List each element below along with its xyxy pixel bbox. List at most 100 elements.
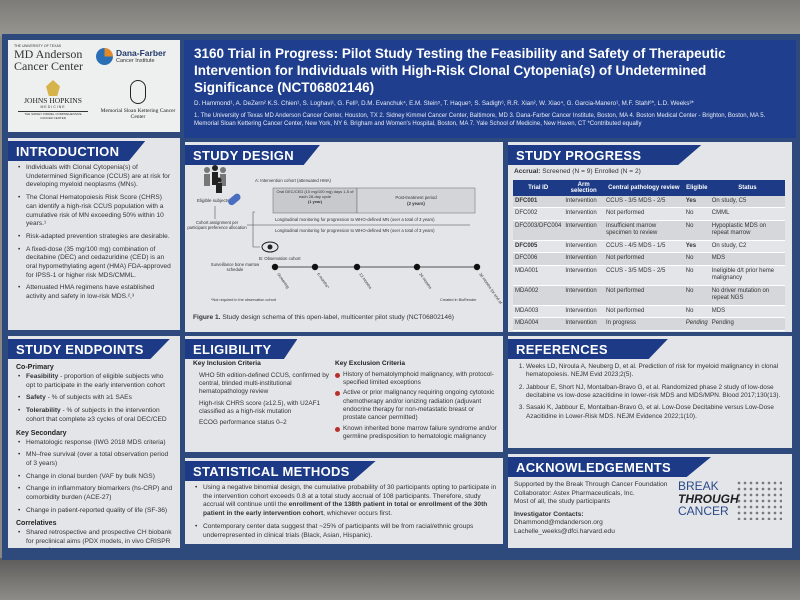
table-cell: Intervention (563, 195, 604, 209)
mskcc-logo: Memorial Sloan Kettering Cancer Center (98, 80, 178, 120)
table-cell: DFC005 (513, 240, 564, 254)
table-cell: Intervention (563, 207, 604, 221)
poster-title: 3160 Trial in Progress: Pilot Study Test… (194, 46, 726, 95)
table-cell: On study, C2 (709, 240, 785, 254)
reference-item: Weeks LD, Niroula A, Neuberg D, et al. P… (526, 363, 784, 380)
table-cell: CCUS - 3/5 MDS - 2/5 (603, 195, 684, 209)
johns-hopkins-logo: JOHNS HOPKINS MEDICINE THE SIDNEY KIMMEL… (18, 80, 88, 120)
section-heading: REFERENCES (508, 339, 668, 359)
caption-label: Figure 1. (193, 314, 221, 321)
logo-text: MEDICINE (40, 105, 66, 109)
list-item: Individuals with Clonal Cytopenia(s) of … (18, 164, 174, 190)
table-cell: Intervention (563, 285, 604, 306)
hopkins-shield-icon (46, 80, 60, 96)
floor-background (0, 558, 800, 600)
reference-item: Sasaki K, Jabbour E, Montalban-Bravo G, … (526, 404, 784, 421)
endpoint-text: - % of subjects with ≥1 SAEs (45, 394, 132, 402)
table-cell: MDA002 (513, 285, 564, 306)
list-item: Risk-adapted prevention strategies are d… (18, 233, 174, 242)
contacts-title: Investigator Contacts: (514, 510, 584, 518)
coprimary-list: Feasibility - proportion of eligible sub… (8, 373, 180, 425)
exclusion-item: Known inherited bone marrow failure synd… (335, 425, 497, 442)
list-item: Shared retrospective and prospective CH … (18, 529, 174, 548)
inclusion-item: WHO 5th edition-defined CCUS, confirmed … (199, 371, 329, 396)
research-poster: THE UNIVERSITY OF TEXAS MD Anderson Canc… (2, 34, 800, 560)
references-list: Weeks LD, Niroula A, Neuberg D, et al. P… (508, 363, 792, 421)
table-cell: CMML (709, 207, 785, 221)
mskcc-emblem-icon (130, 80, 146, 104)
table-cell: DFC003/DFC004 (513, 220, 564, 241)
wall-background (0, 0, 800, 36)
monitoring-label-a: Longitudinal monitoring for progression … (275, 217, 435, 222)
logo-text: Cancer Center (14, 59, 83, 73)
exclusion-item: History of hematolymphoid malignancy, wi… (335, 371, 497, 388)
post-treatment-duration: (2 years) (407, 201, 425, 206)
logo-text: THE SIDNEY KIMMEL COMPREHENSIVE CANCER C… (18, 111, 88, 120)
section-heading: ELIGIBILITY (185, 339, 298, 359)
credit: Created in BioRender (440, 298, 477, 302)
references-panel: REFERENCES Weeks LD, Niroula A, Neuberg … (508, 336, 792, 448)
logo-text: THE UNIVERSITY OF TEXAS (14, 44, 62, 48)
eligibility-panel: ELIGIBILITY Key Inclusion Criteria WHO 5… (185, 336, 503, 452)
treatment-label: Oral DEC/CED (10 mg/100 mg) days 1-5 of … (276, 189, 354, 199)
accrual-label: Accrual: (514, 168, 541, 175)
table-cell: CCUS - 3/5 MDS - 2/5 (603, 265, 684, 286)
table-cell: Not performed (603, 207, 684, 221)
list-item: A fixed-dose (35 mg/100 mg) combination … (18, 246, 174, 281)
subheading: Key Secondary (16, 429, 67, 437)
author-list: D. Hammond¹, A. DeZern² K.S. Chien¹, S. … (194, 99, 694, 107)
list-item: Change in clonal burden (VAF by bulk NGS… (18, 473, 174, 482)
table-cell: No (683, 207, 710, 221)
column-header: Central pathology review (603, 179, 684, 196)
table-cell: Pending (683, 317, 710, 331)
logo-text: CANCER (678, 504, 729, 519)
list-item: Change in inflammatory biomarkers (hs-CR… (18, 485, 174, 502)
logo-text: JOHNS HOPKINS (24, 96, 82, 105)
table-cell: No driver mutation on repeat NGS (709, 285, 785, 306)
logo-text: BREAK (678, 479, 719, 493)
table-cell: Intervention (563, 240, 604, 254)
introduction-list: Individuals with Clonal Cytopenia(s) of … (8, 161, 180, 302)
section-heading: ACKNOWLEDGEMENTS (508, 457, 712, 477)
timepoint-label: 12 months (358, 272, 373, 290)
subheading: Co-Primary (16, 364, 54, 371)
list-item: Contemporary center data suggest that ~2… (195, 523, 497, 540)
acknowledgement-line: Supported by the Break Through Cancer Fo… (514, 481, 668, 488)
table-cell: No (683, 285, 710, 306)
endpoint-text: - % of subjects in the intervention coho… (26, 407, 167, 423)
timepoint-marker (473, 263, 481, 271)
inclusion-title: Key Inclusion Criteria (193, 360, 261, 367)
acknowledgement-lines: Supported by the Break Through Cancer Fo… (514, 481, 786, 507)
timepoint-label: 24 months (418, 272, 433, 290)
logo-text: Memorial Sloan Kettering Cancer Center (100, 108, 176, 120)
table-cell: Ineligible d/t prior heme malignancy (709, 265, 785, 286)
table-cell: DFC001 (513, 195, 564, 209)
red-bullet-icon (335, 391, 340, 397)
table-cell: MDA001 (513, 265, 564, 286)
logo-text: Dana-Farber (116, 48, 167, 58)
list-item: Safety - % of subjects with ≥1 SAEs (18, 394, 174, 403)
treatment-box (272, 187, 358, 214)
table-cell: Not performed (603, 285, 684, 306)
cohort-a-label: A: Intervention cohort (attenuated HMA) (255, 178, 332, 183)
title-banner: 3160 Trial in Progress: Pilot Study Test… (184, 40, 796, 138)
section-heading: STUDY ENDPOINTS (8, 339, 170, 359)
statistical-methods-panel: STATISTICAL METHODS Using a negative bin… (185, 458, 503, 544)
table-cell: No (683, 265, 710, 286)
timepoint-marker (413, 263, 421, 271)
table-cell: Yes (683, 240, 710, 254)
timepoint-marker (311, 263, 319, 271)
table-cell: No (683, 305, 710, 319)
column-header: Eligible (683, 179, 710, 196)
table-cell: No (683, 220, 710, 241)
list-item: Using a negative binomial design, the cu… (195, 484, 497, 519)
stats-text: , whichever occurs first. (323, 510, 393, 518)
timepoint-label: 36 months (or end of study) (478, 272, 503, 304)
table-cell: Intervention (563, 317, 604, 331)
